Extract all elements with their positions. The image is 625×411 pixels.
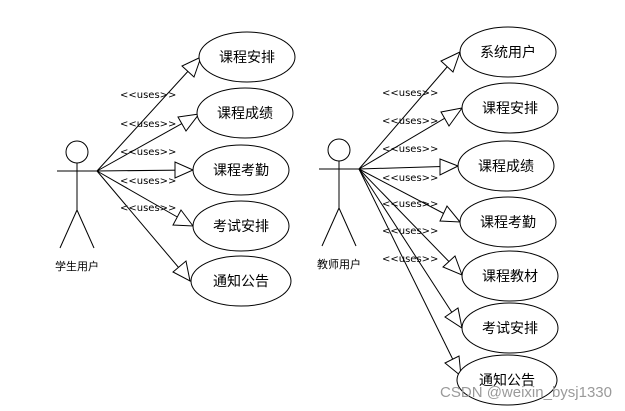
uses-label: <<uses>> [382,116,438,127]
use-case-label: 课程考勤 [480,215,536,231]
assoc-student-1: <<uses>> [96,113,201,172]
assoc-teacher-2: <<uses>> [358,144,460,176]
use-case-label: 课程成绩 [478,159,534,175]
uses-label: <<uses>> [382,144,438,155]
use-case-student-0: 课程安排 [198,31,296,83]
use-case-teacher-5: 考试安排 [461,302,559,354]
actor-teacher-label: 教师用户 [317,257,361,271]
use-case-teacher-6: 通知公告 [456,354,558,406]
use-case-label: 系统用户 [480,44,536,61]
use-case-student-1: 课程成绩 [196,87,294,139]
use-case-teacher-0: 系统用户 [459,26,557,78]
assoc-teacher-4: <<uses>> [358,168,463,276]
assoc-student-3: <<uses>> [96,170,195,227]
use-case-label: 课程成绩 [217,106,273,122]
uses-label: <<uses>> [382,226,438,237]
actor-student-left-leg [59,209,78,249]
uses-label: <<uses>> [382,88,438,99]
actor-teacher: 教师用户 [317,138,361,271]
assoc-student-0: <<uses>> [96,56,202,172]
assoc-teacher-1: <<uses>> [358,107,464,170]
actor-student-right-leg [76,209,95,249]
use-case-label: 课程考勤 [213,163,269,179]
uses-label: <<uses>> [382,254,438,265]
use-case-student-4: 通知公告 [190,255,292,307]
uses-label: <<uses>> [382,199,438,210]
use-case-label: 通知公告 [479,372,535,389]
use-case-student-2: 课程考勤 [192,144,290,196]
use-case-label: 课程安排 [219,50,275,66]
actor-teacher-head [327,138,351,162]
assoc-teacher-6: <<uses>> [358,168,462,378]
actor-student-head [65,140,89,164]
actor-student-label: 学生用户 [55,259,99,273]
use-case-label: 课程安排 [482,101,538,117]
use-case-teacher-3: 课程考勤 [459,196,557,248]
watermark-text: CSDN @weixin_bysj1330 [440,384,612,401]
assoc-teacher-5: <<uses>> [358,168,463,330]
assoc-student-2: <<uses>> [96,147,195,179]
use-case-label: 考试安排 [482,321,538,337]
use-case-label: 通知公告 [213,273,269,290]
uses-label: <<uses>> [120,90,176,101]
use-case-teacher-2: 课程成绩 [457,140,555,192]
student-associations: <<uses>> <<uses>> <<uses>> <<uses>> <<us… [96,56,202,282]
use-case-teacher-1: 课程安排 [461,82,559,134]
actor-student: 学生用户 [55,140,99,273]
assoc-teacher-3: <<uses>> [358,168,462,223]
actor-teacher-right-leg [338,207,357,247]
uses-label: <<uses>> [120,176,176,187]
teacher-associations: <<uses>> <<uses>> <<uses>> <<uses>> <<us… [358,51,464,378]
student-use-cases: 课程安排 课程成绩 课程考勤 考试安排 通知公告 [190,31,296,307]
assoc-student-4: <<uses>> [96,170,191,282]
use-case-teacher-4: 课程教材 [461,250,559,302]
use-case-label: 考试安排 [213,219,269,235]
uses-label: <<uses>> [120,119,176,130]
use-case-student-3: 考试安排 [192,200,290,252]
use-case-label: 课程教材 [482,269,538,285]
uses-label: <<uses>> [120,147,176,158]
teacher-use-cases: 系统用户 课程安排 课程成绩 课程考勤 课程教材 考试安排 通知公告 [456,26,559,406]
actor-teacher-left-leg [321,207,340,247]
uses-label: <<uses>> [382,173,438,184]
uses-label: <<uses>> [120,203,176,214]
assoc-teacher-0: <<uses>> [358,51,461,170]
